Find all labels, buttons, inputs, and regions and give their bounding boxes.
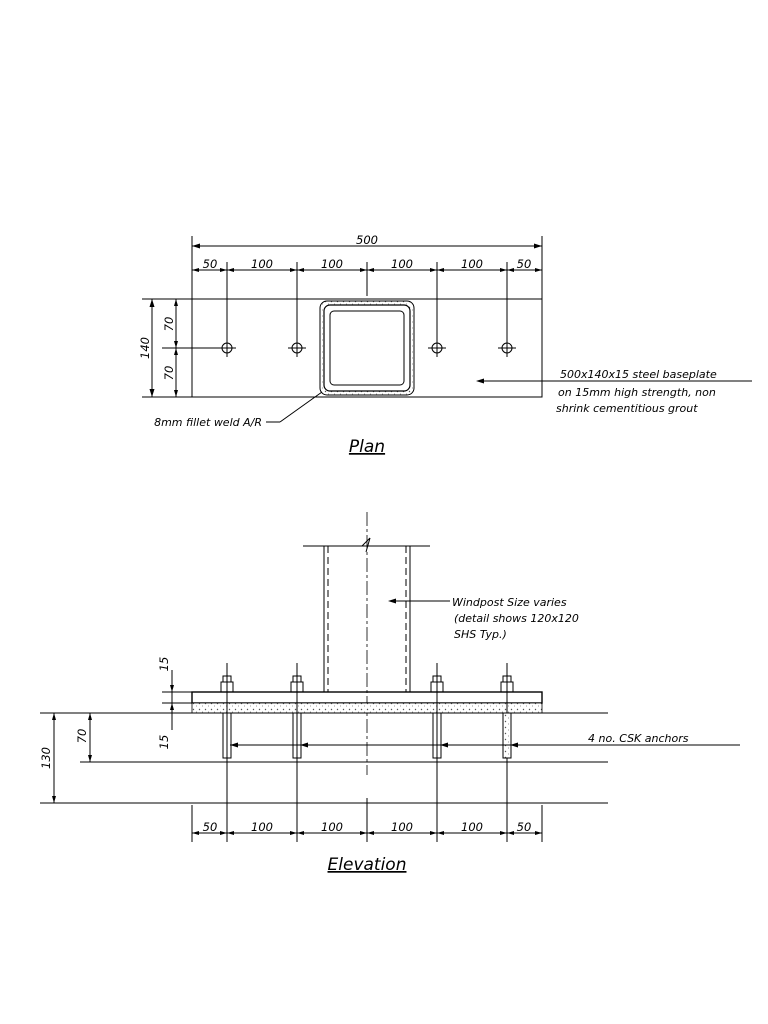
weld-note-text: 8mm fillet weld A/R [154, 416, 262, 429]
anchor-note-text: 4 no. CSK anchors [588, 732, 689, 745]
elev-dim-50-right: 50 [517, 820, 532, 834]
plan-dim-50-left: 50 [203, 257, 218, 271]
anchors [220, 663, 514, 798]
plan-anchor-holes [218, 339, 516, 357]
plan-view: 500 50 1 [138, 233, 752, 457]
plan-spacing-dimensions: 50 100 100 100 100 50 [192, 257, 542, 340]
plan-dim-100-2: 100 [321, 257, 343, 271]
elev-dim-50-left: 50 [203, 820, 218, 834]
elevation-left-dimensions: 15 15 70 130 [39, 657, 192, 803]
plan-dim-70-upper: 70 [162, 317, 176, 332]
elev-dim-15-grout: 15 [157, 735, 171, 750]
plan-overall-dim-label: 500 [356, 233, 378, 247]
elev-dim-15-plate: 15 [157, 657, 171, 672]
baseplate-note-line-2: on 15mm high strength, non [558, 386, 716, 399]
windpost-note: Windpost Size varies (detail shows 120x1… [388, 596, 579, 641]
anchor-2 [290, 663, 304, 798]
anchor-hole-3 [428, 339, 446, 357]
anchor-hole-2 [288, 339, 306, 357]
elevation-view: Windpost Size varies (detail shows 120x1… [39, 512, 740, 875]
elev-dim-100-2: 100 [321, 820, 343, 834]
plan-height-dim-140: 140 [138, 337, 152, 359]
elev-dim-70: 70 [75, 729, 89, 744]
baseplate-note-line-1: 500x140x15 steel baseplate [560, 368, 717, 381]
plan-dim-100-4: 100 [461, 257, 483, 271]
windpost-elevation [303, 512, 430, 775]
anchor-3 [430, 663, 444, 798]
anchor-hole-4 [498, 339, 516, 357]
anchor-4 [500, 663, 514, 798]
windpost-note-line-3: SHS Typ.) [454, 628, 507, 641]
shs-section-with-weld [319, 300, 415, 396]
elev-dim-100-4: 100 [461, 820, 483, 834]
plan-height-dimensions: 140 70 70 [138, 298, 220, 398]
anchor-1 [220, 663, 234, 798]
elev-dim-130: 130 [39, 747, 53, 769]
anchor-note: 4 no. CSK anchors [230, 732, 740, 748]
plan-overall-dimension: 500 [191, 233, 543, 300]
grout-bed [191, 702, 543, 714]
plan-dim-50-right: 50 [517, 257, 532, 271]
elevation-spacing-dimensions: 50 100 100 100 100 50 [191, 798, 543, 842]
plan-dim-100-1: 100 [251, 257, 273, 271]
elevation-title: Elevation [328, 855, 407, 875]
plan-dim-70-lower: 70 [162, 366, 176, 381]
elev-dim-100-1: 100 [251, 820, 273, 834]
elev-dim-100-3: 100 [391, 820, 413, 834]
level-lines [40, 712, 608, 804]
windpost-note-line-1: Windpost Size varies [452, 596, 567, 609]
anchor-hole-1 [218, 339, 236, 357]
windpost-note-line-2: (detail shows 120x120 [454, 612, 579, 625]
baseplate-note: 500x140x15 steel baseplate on 15mm high … [476, 368, 752, 415]
baseplate-note-line-3: shrink cementitious grout [556, 402, 698, 415]
plan-title: Plan [349, 437, 385, 457]
weld-note: 8mm fillet weld A/R [154, 391, 323, 429]
plan-dim-100-3: 100 [391, 257, 413, 271]
